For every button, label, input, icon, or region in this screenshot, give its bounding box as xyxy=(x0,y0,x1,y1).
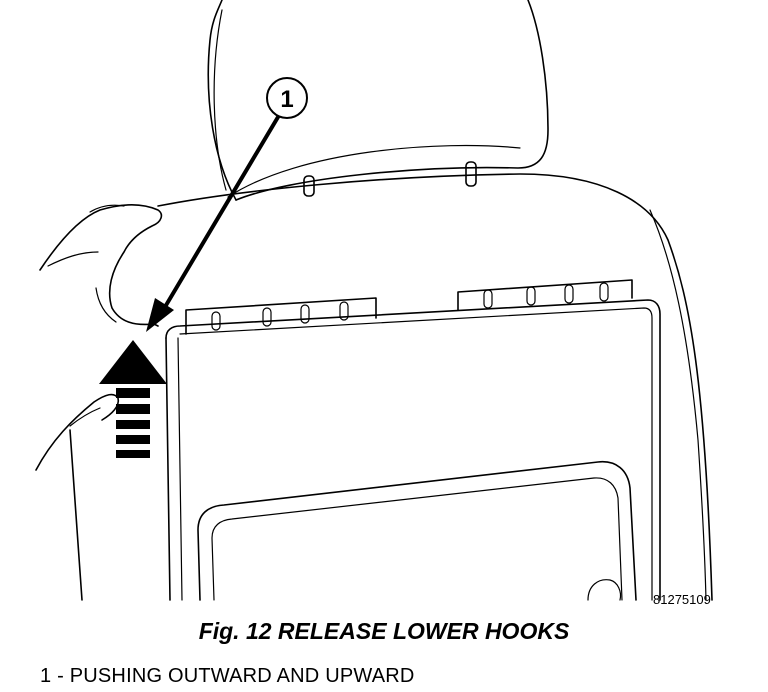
upper-hand xyxy=(39,203,163,327)
lower-inner-panel xyxy=(197,461,637,601)
direction-up-arrow xyxy=(99,340,167,458)
lower-hand xyxy=(35,393,120,471)
seat-back xyxy=(69,173,713,601)
figure-caption: Fig. 12 RELEASE LOWER HOOKS xyxy=(198,618,570,644)
seat-illustration: 1 81275109 xyxy=(35,0,713,607)
reference-number: 81275109 xyxy=(653,592,711,607)
callout-1: 1 xyxy=(266,77,308,119)
callout-number: 1 xyxy=(280,86,293,113)
legend-item-1: 1 - PUSHING OUTWARD AND UPWARD xyxy=(40,665,415,687)
headrest xyxy=(207,0,549,201)
back-panel xyxy=(165,299,661,601)
upper-hook-strip-left xyxy=(185,297,377,335)
callout-arrow xyxy=(146,110,283,332)
upper-hook-strip-right xyxy=(457,279,633,311)
